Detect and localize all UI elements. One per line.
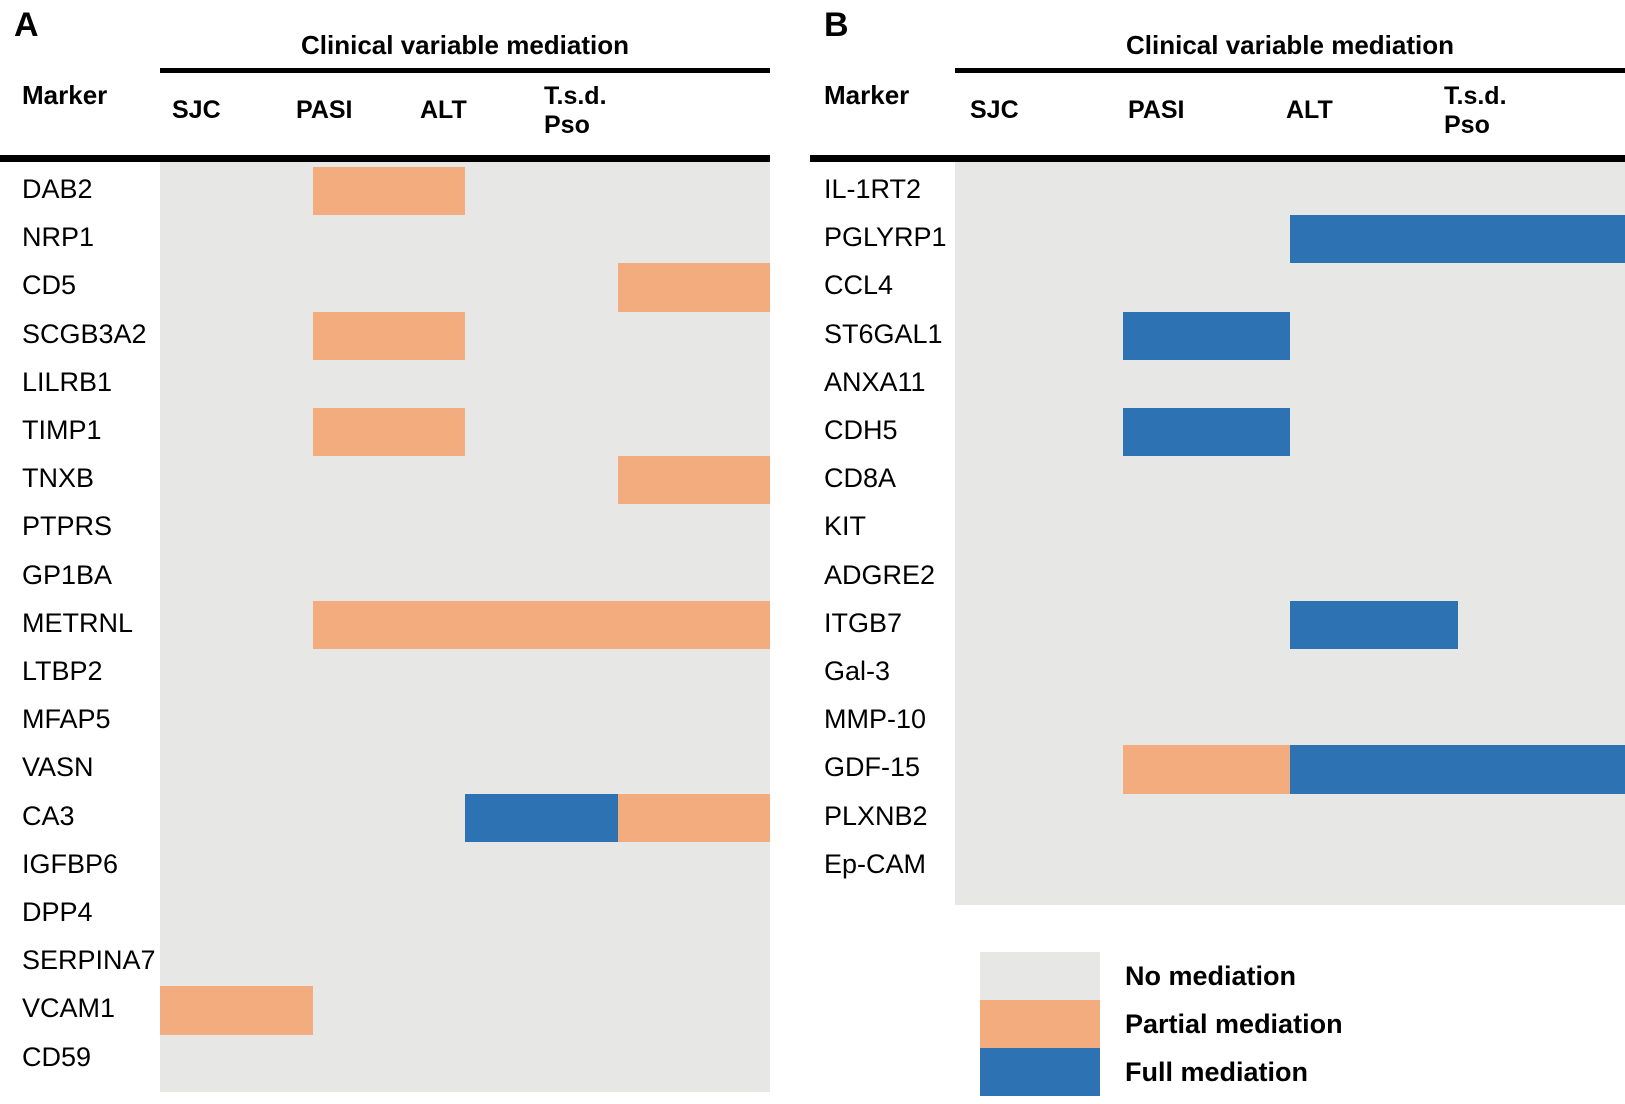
- heatmap-cell: [1122, 311, 1290, 360]
- row-label: Gal-3: [824, 656, 891, 686]
- heatmap-cell: [1290, 215, 1458, 264]
- row-label: CCL4: [824, 270, 894, 301]
- row-label: SCGB3A2: [22, 318, 147, 349]
- heatmap-cell: [312, 600, 465, 649]
- panel-a-row-header: Marker: [22, 80, 108, 110]
- heatmap-cell: [312, 311, 465, 360]
- row-label: VASN: [22, 752, 94, 783]
- panel-a-header: Clinical variable mediation Marker SJC P…: [0, 0, 800, 162]
- row-label: DAB2: [22, 174, 93, 204]
- heatmap-cell: [312, 408, 465, 457]
- legend-item: No mediation: [980, 952, 1580, 1000]
- row-label: ANXA11: [824, 366, 926, 397]
- row-label: CA3: [22, 800, 75, 831]
- panel-b-group-rule: [955, 68, 1625, 73]
- row-label: CD59: [22, 1041, 92, 1072]
- heatmap-cell: [1122, 408, 1290, 457]
- row-label: ADGRE2: [824, 559, 936, 590]
- row-label: ITGB7: [824, 607, 903, 638]
- row-label: KIT: [824, 511, 867, 542]
- heatmap-cell: [1290, 600, 1458, 649]
- row-label: Ep-CAM: [824, 848, 927, 879]
- legend-swatch-none: [980, 952, 1100, 1000]
- legend-item: Partial mediation: [980, 1000, 1580, 1048]
- heatmap-cell: [312, 167, 465, 216]
- legend-item: Full mediation: [980, 1048, 1580, 1096]
- row-label: DPP4: [22, 897, 93, 927]
- panel-b-colhead-pasi: PASI: [1128, 96, 1185, 124]
- heatmap-cell: [465, 793, 618, 842]
- panel-b-colhead-sjc: SJC: [970, 96, 1019, 124]
- row-label: TIMP1: [22, 415, 102, 445]
- legend-swatch-partial: [980, 1000, 1100, 1048]
- panel-a-colhead-alt: ALT: [420, 96, 467, 124]
- row-label: IGFBP6: [22, 848, 119, 879]
- heatmap-cell: [617, 456, 770, 505]
- row-label: GDF-15: [824, 752, 921, 783]
- panel-a-colhead-tsdpso: T.s.d. Pso: [544, 82, 607, 139]
- panel-b-colhead-tsdpso: T.s.d. Pso: [1444, 82, 1507, 139]
- heatmap-cell: [1290, 745, 1458, 794]
- panel-b-bottom-rule: [810, 155, 1625, 162]
- heatmap-cell: [1457, 745, 1625, 794]
- row-label: PTPRS: [22, 511, 113, 542]
- panel-a-group-rule: [160, 68, 770, 73]
- legend-label-partial: Partial mediation: [1125, 1009, 1343, 1039]
- panel-a-colhead-pasi: PASI: [296, 96, 353, 124]
- panel-b: B Clinical variable mediation Marker SJC…: [810, 0, 1625, 1104]
- row-label: SERPINA7: [22, 945, 156, 976]
- heatmap-cell: [160, 986, 313, 1035]
- row-label: IL-1RT2: [824, 174, 922, 204]
- panel-a-colhead-sjc: SJC: [172, 96, 221, 124]
- row-label: MFAP5: [22, 704, 111, 735]
- heatmap-cell: [617, 600, 770, 649]
- row-label: PLXNB2: [824, 800, 928, 831]
- row-label: ST6GAL1: [824, 318, 943, 349]
- row-label: CD5: [22, 270, 77, 301]
- row-label: PGLYRP1: [824, 222, 947, 253]
- legend-swatch-full: [980, 1048, 1100, 1096]
- panel-a-bottom-rule: [0, 155, 770, 162]
- legend-label-none: No mediation: [1125, 961, 1297, 991]
- heatmap-cell: [465, 600, 618, 649]
- panel-b-row-header: Marker: [824, 80, 910, 110]
- legend-label-full: Full mediation: [1125, 1057, 1309, 1087]
- row-label: TNXB: [22, 463, 95, 494]
- row-label: CD8A: [824, 463, 897, 494]
- row-label: VCAM1: [22, 993, 116, 1024]
- row-label: MMP-10: [824, 704, 927, 735]
- heatmap-cell: [617, 793, 770, 842]
- panel-b-colhead-alt: ALT: [1286, 96, 1333, 124]
- row-label: LTBP2: [22, 656, 103, 686]
- panel-a-group-title: Clinical variable mediation: [301, 30, 629, 60]
- panel-b-letter: B: [824, 6, 849, 44]
- heatmap-cell: [1457, 215, 1625, 264]
- row-label: GP1BA: [22, 559, 113, 590]
- row-label: CDH5: [824, 415, 898, 445]
- panel-a: A Clinical variable mediation Marker SJC…: [0, 0, 800, 1104]
- panel-b-header: Clinical variable mediation Marker SJC P…: [810, 0, 1625, 162]
- panel-a-letter: A: [14, 6, 39, 44]
- row-label: NRP1: [22, 222, 95, 253]
- row-label: METRNL: [22, 607, 134, 638]
- heatmap-cell: [1122, 745, 1290, 794]
- panel-b-group-title: Clinical variable mediation: [1126, 30, 1454, 60]
- row-label: LILRB1: [22, 366, 113, 397]
- heatmap-cell: [617, 263, 770, 312]
